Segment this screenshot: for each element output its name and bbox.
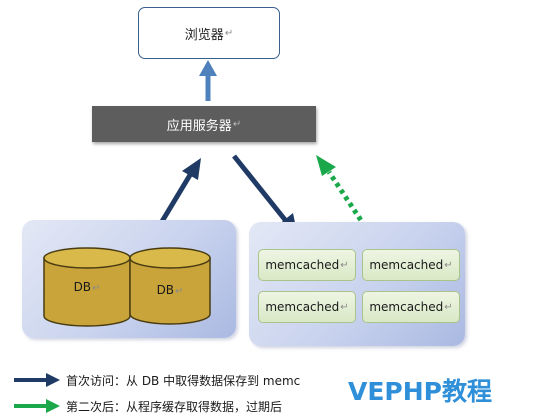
memcached-node-2: memcached↵ — [362, 249, 460, 281]
paragraph-mark: ↵ — [224, 27, 234, 39]
arrow-head-memcached-to-server — [316, 155, 336, 176]
arrow-memcached-to-server — [326, 170, 377, 242]
arrow-server-to-memcached — [232, 154, 288, 223]
memcached-panel — [249, 222, 465, 346]
memcached-node-3: memcached↵ — [258, 291, 356, 323]
db-label: DB — [156, 283, 175, 297]
legend-arrow-head-first-visit — [46, 373, 60, 387]
memcached-node-1: memcached↵ — [258, 249, 356, 281]
paragraph-mark: ↵ — [92, 283, 101, 294]
legend-arrow-head-second-visit — [46, 399, 60, 413]
paragraph-mark: ↵ — [444, 301, 453, 313]
paragraph-mark: ↵ — [340, 301, 349, 313]
memcached-node-4: memcached↵ — [362, 291, 460, 323]
app-server-node: 应用服务器↵ — [92, 106, 316, 142]
legend-text-first-visit: 首次访问：从 DB 中取得数据保存到 memc — [66, 374, 301, 388]
memcached-label: memcached — [369, 258, 444, 272]
browser-node: 浏览器↵ — [138, 7, 280, 59]
db-cylinder-icon — [43, 247, 131, 327]
browser-label: 浏览器 — [184, 27, 224, 43]
memcached-label: memcached — [265, 300, 340, 314]
arrow-head-db-to-server — [182, 158, 201, 180]
app-server-label: 应用服务器 — [166, 118, 232, 134]
legend-text-second-visit: 第二次后：从程序缓存取得数据，过期后 — [66, 400, 283, 414]
watermark-logo: VEPHP教程 — [348, 377, 492, 406]
paragraph-mark: ↵ — [232, 118, 242, 130]
arrow-head-server-to-browser — [199, 60, 217, 76]
memcached-label: memcached — [369, 300, 444, 314]
paragraph-mark: ↵ — [175, 286, 184, 297]
paragraph-mark: ↵ — [444, 259, 453, 271]
db-label: DB — [73, 280, 92, 294]
db-cylinder-icon — [129, 247, 211, 325]
memcached-label: memcached — [265, 258, 340, 272]
paragraph-mark: ↵ — [340, 259, 349, 271]
